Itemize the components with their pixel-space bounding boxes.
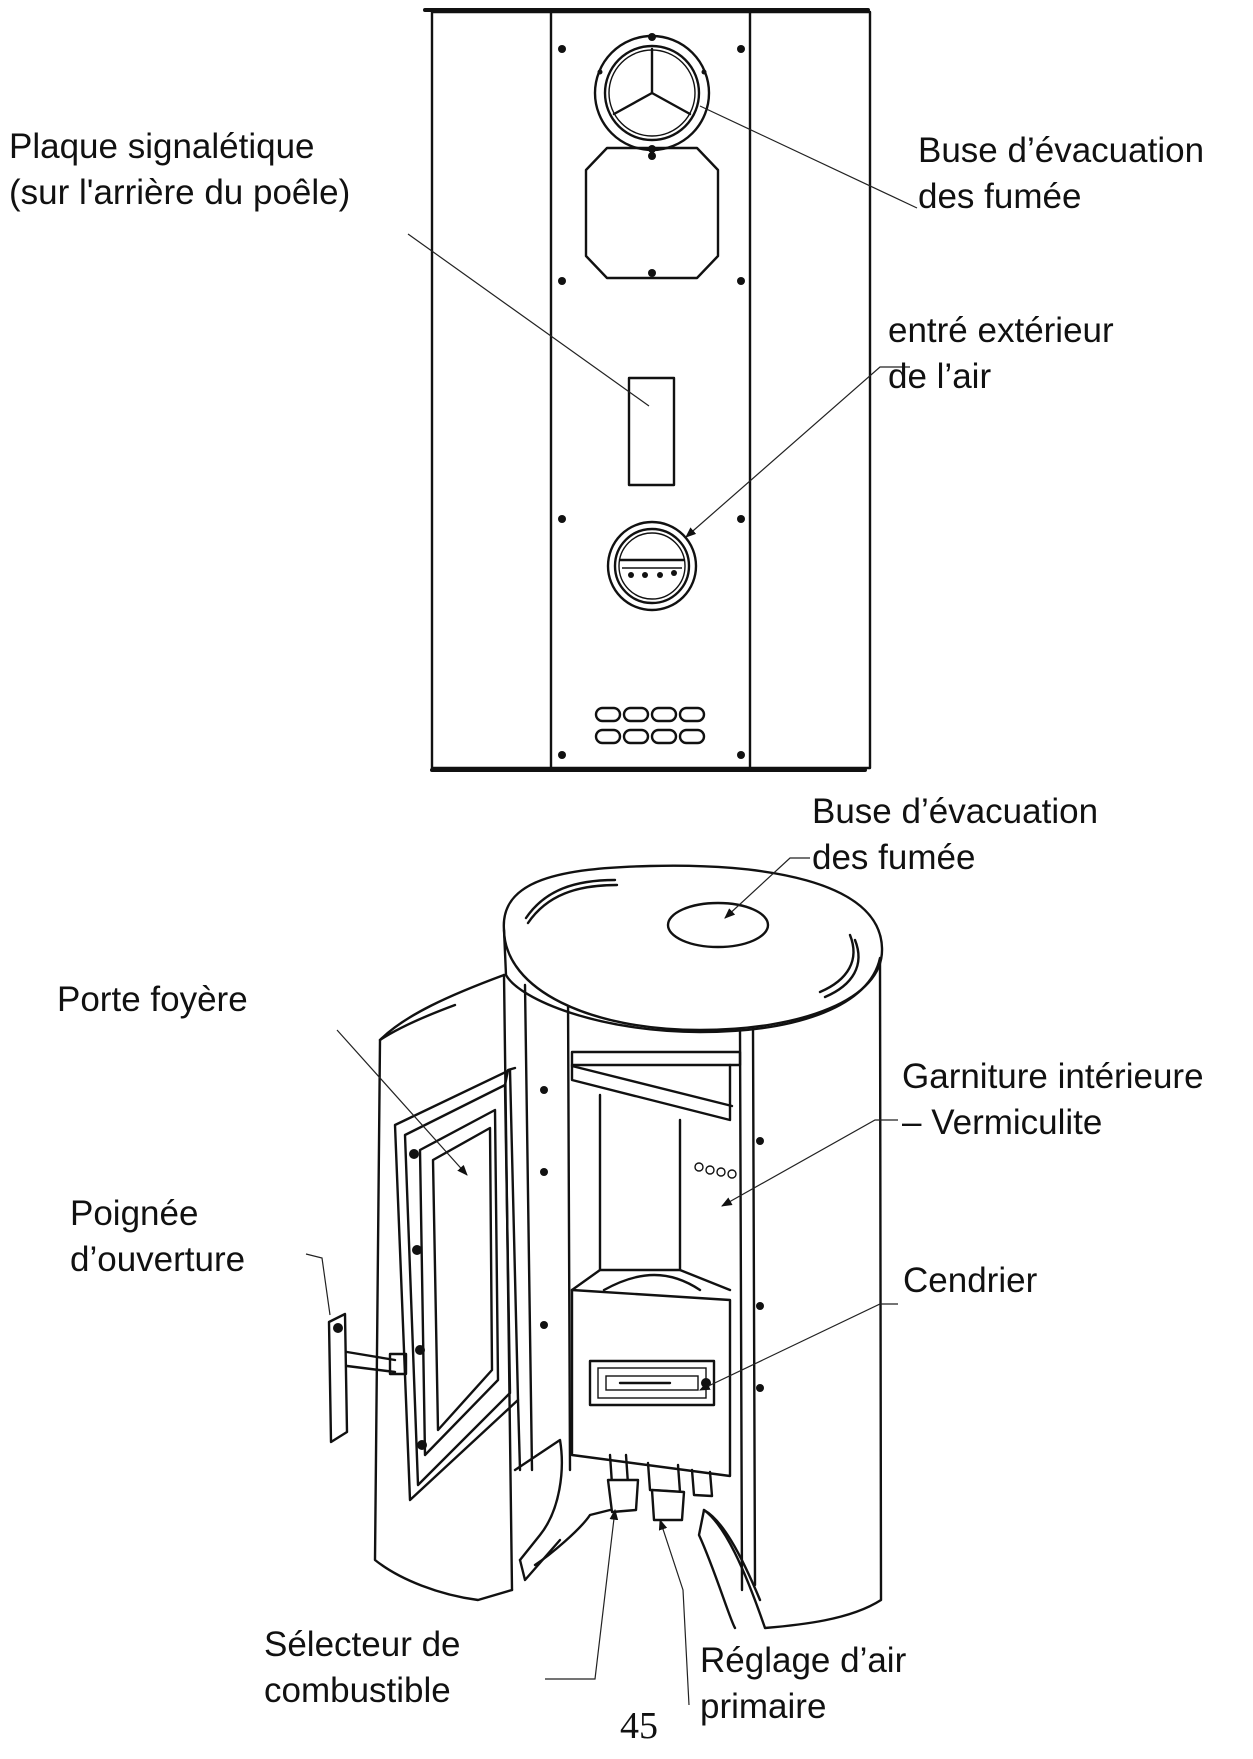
label-air-inlet-line1: entré extérieur <box>888 311 1114 350</box>
air-inlet <box>606 520 698 612</box>
label-door-handle: Poignée d’ouverture <box>70 1191 245 1283</box>
label-rating-plate-line2: (sur l'arrière du poêle) <box>9 173 351 212</box>
label-primary-air-line1: Réglage d’air <box>700 1641 907 1680</box>
label-rating-plate: Plaque signalétique (sur l'arrière du po… <box>9 124 350 216</box>
rear-flue-outlet <box>593 33 711 153</box>
label-fire-door-line1: Porte foyère <box>57 980 248 1019</box>
top-lid <box>502 864 884 1034</box>
page-number: 45 <box>620 1705 658 1747</box>
front-view <box>305 857 898 1706</box>
rear-view <box>407 8 918 772</box>
rating-plate <box>627 376 676 487</box>
label-front-flue-line1: Buse d’évacuation <box>812 792 1099 831</box>
label-ash-pan-line1: Cendrier <box>903 1261 1038 1300</box>
label-vermiculite-lining: Garniture intérieure – Vermiculite <box>902 1054 1204 1146</box>
label-rating-plate-line1: Plaque signalétique <box>9 127 315 166</box>
label-fuel-selector-line1: Sélecteur de <box>264 1625 461 1664</box>
fire-chamber <box>570 1050 742 1292</box>
label-primary-air-line2: primaire <box>700 1687 827 1726</box>
label-fuel-selector: Sélecteur de combustible <box>264 1622 461 1714</box>
ash-pan <box>570 1288 732 1478</box>
label-rear-flue-line1: Buse d’évacuation <box>918 131 1205 170</box>
label-fire-door: Porte foyère <box>57 977 248 1023</box>
label-rear-flue: Buse d’évacuation des fumée <box>918 128 1204 220</box>
label-fuel-selector-line2: combustible <box>264 1671 451 1710</box>
label-vermiculite-lining-line2: – Vermiculite <box>902 1103 1103 1142</box>
label-air-inlet-line2: de l’air <box>888 357 992 396</box>
bottom-controls <box>606 1453 714 1522</box>
label-ash-pan: Cendrier <box>903 1258 1037 1304</box>
label-air-inlet: entré extérieur de l’air <box>888 308 1114 400</box>
label-door-handle-line1: Poignée <box>70 1194 199 1233</box>
vent-slots <box>594 706 706 745</box>
label-front-flue-line2: des fumée <box>812 838 976 877</box>
door-handle <box>327 1312 408 1444</box>
label-door-handle-line2: d’ouverture <box>70 1240 246 1279</box>
label-vermiculite-lining-line1: Garniture intérieure <box>902 1057 1204 1096</box>
fire-door <box>373 973 612 1602</box>
label-rear-flue-line2: des fumée <box>918 177 1082 216</box>
label-front-flue: Buse d’évacuation des fumée <box>812 789 1098 881</box>
label-primary-air: Réglage d’air primaire <box>700 1638 906 1730</box>
rear-cover-plate <box>584 146 720 280</box>
